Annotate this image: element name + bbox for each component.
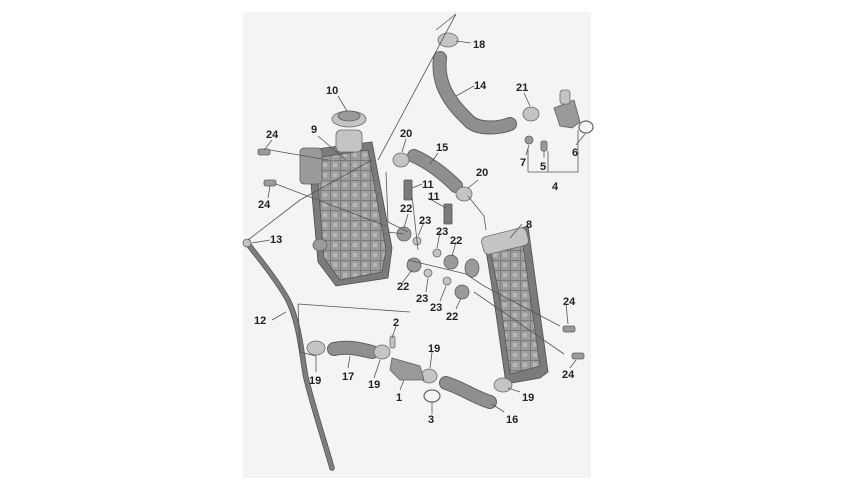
callout-19-mid: 19	[368, 379, 380, 391]
callout-17: 17	[342, 371, 354, 383]
hose-17	[327, 340, 379, 359]
callout-19-right: 19	[522, 392, 534, 404]
callout-8: 8	[526, 219, 532, 231]
bracket-11b	[443, 203, 453, 225]
callout-23-lower-left: 23	[416, 293, 428, 305]
callout-22-lower-right: 22	[446, 311, 458, 323]
callout-22-upper-left: 22	[400, 203, 412, 215]
callout-11-right: 11	[428, 191, 440, 203]
t-fitting-21	[553, 89, 581, 129]
callout-24-right-lower: 24	[562, 369, 575, 381]
fitting-13	[242, 238, 252, 248]
clamps-19	[306, 340, 513, 393]
left-radiator	[299, 129, 393, 287]
hose-15	[407, 149, 463, 193]
clamp-20a	[392, 152, 410, 168]
spacers-23	[412, 236, 452, 286]
screw-5	[540, 140, 548, 152]
clamp-20b	[455, 186, 473, 202]
callout-18: 18	[473, 39, 485, 51]
callout-19-left: 19	[309, 375, 321, 387]
callout-20-right: 20	[476, 167, 488, 179]
callout-14: 14	[474, 80, 487, 92]
callout-24-mid-left: 24	[258, 199, 271, 211]
callout-1: 1	[396, 392, 402, 404]
callout-13: 13	[270, 234, 282, 246]
callout-4: 4	[552, 181, 559, 193]
callout-3: 3	[428, 414, 434, 426]
callout-21: 21	[516, 82, 528, 94]
callout-23-upper-right: 23	[436, 226, 448, 238]
callout-23-upper-left: 23	[419, 215, 431, 227]
clamp-21	[522, 106, 540, 122]
callout-5: 5	[540, 161, 546, 173]
screw-7	[524, 135, 534, 145]
callout-24-top-left: 24	[266, 129, 279, 141]
callout-19-top: 19	[428, 343, 440, 355]
callout-16: 16	[506, 414, 518, 426]
thermostat-housing-1	[389, 335, 425, 381]
callout-24-right-upper: 24	[563, 296, 576, 308]
hose-16	[439, 376, 497, 409]
callout-23-lower-right: 23	[430, 302, 442, 314]
right-radiator	[464, 225, 549, 385]
clamp-18	[437, 32, 459, 48]
callout-6: 6	[572, 147, 578, 159]
callout-7: 7	[520, 157, 526, 169]
callout-11-left: 11	[422, 179, 434, 191]
callout-10: 10	[326, 85, 338, 97]
hose-14	[432, 51, 517, 135]
callout-2: 2	[393, 317, 399, 329]
callout-labels: 18 14 21 10 24 9 20 15 7 5 6 4 11 20 24 …	[254, 39, 578, 426]
radiator-cap	[331, 110, 367, 128]
leader-lines	[247, 13, 586, 414]
overflow-tube-12	[245, 241, 335, 471]
callout-9: 9	[311, 124, 317, 136]
bracket-11a	[403, 179, 413, 201]
callout-15: 15	[436, 142, 448, 154]
callout-12: 12	[254, 315, 266, 327]
callout-22-lower-left: 22	[397, 281, 409, 293]
bolts-24	[257, 148, 585, 360]
callout-22-upper-right: 22	[450, 235, 462, 247]
o-ring-6	[578, 120, 594, 134]
callout-20-top: 20	[400, 128, 412, 140]
